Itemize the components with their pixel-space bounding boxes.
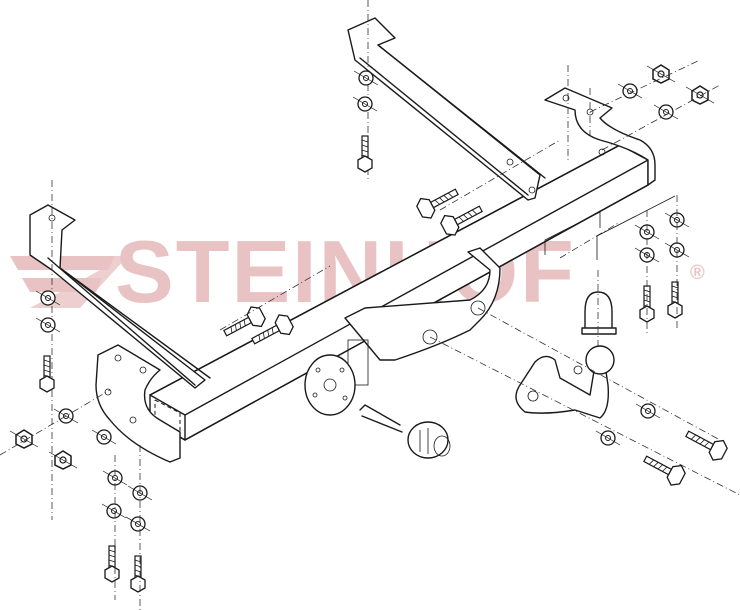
fastener-group-top-right [589,59,721,151]
fastener-group-right-hitch-bolts [595,403,731,489]
fastener-stack-right [634,195,690,335]
tow-ball-neck [429,307,740,496]
fastener-stack-bottom [101,445,153,610]
right-diagonal-arm [347,0,546,201]
socket-plate [304,354,356,416]
left-end-plate [95,344,181,463]
center-neck-mount [344,247,501,386]
assembly-guide-lines [219,139,676,331]
tow-ball-cap [581,270,617,350]
left-bracket-arm [29,180,211,520]
electrical-socket [359,404,451,459]
fastener-stack-left [35,290,61,393]
fastener-stack-top-center [352,70,379,173]
right-end-bracket [544,65,656,186]
